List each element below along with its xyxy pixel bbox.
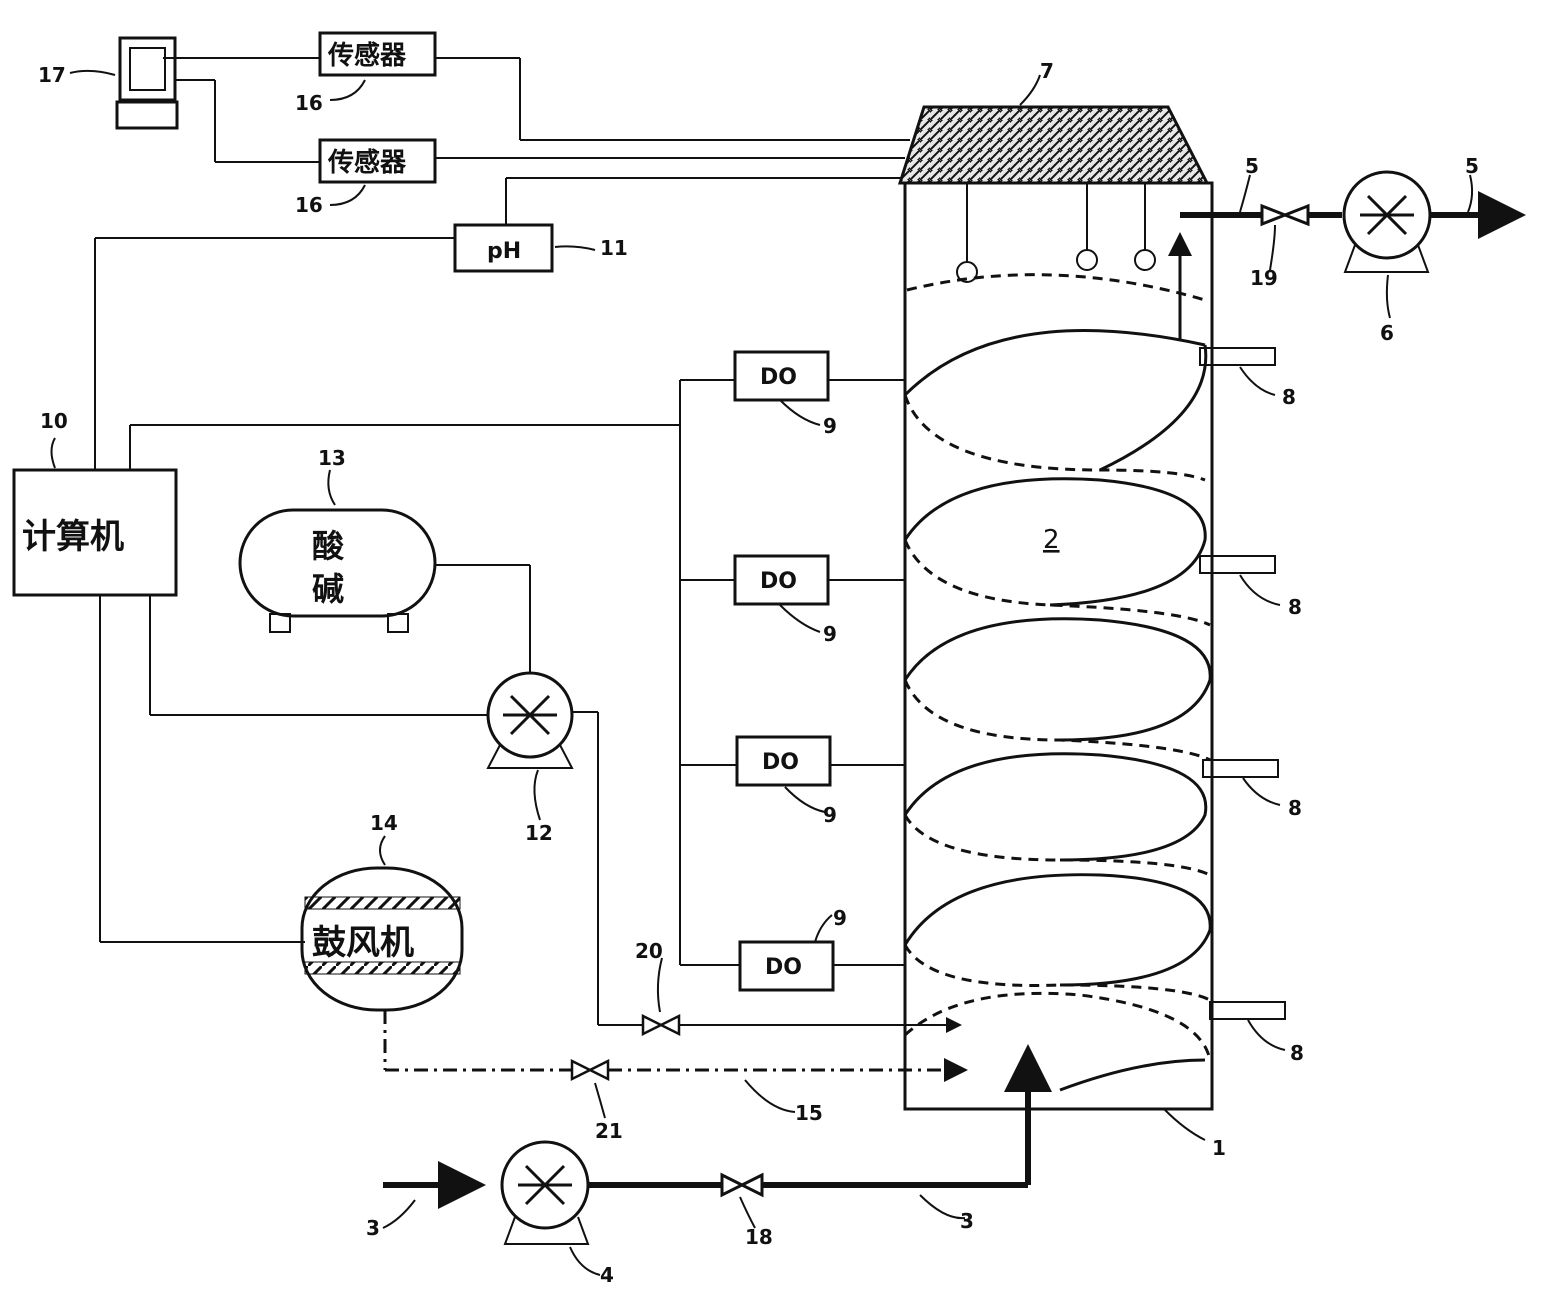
svg-text:16: 16 (295, 193, 323, 217)
valve-19 (1260, 203, 1290, 227)
blower-label: 鼓风机 (312, 923, 414, 963)
svg-text:8: 8 (1290, 1041, 1304, 1065)
svg-text:20: 20 (635, 939, 663, 963)
svg-text:DO: DO (762, 750, 799, 775)
svg-text:DO: DO (765, 955, 802, 980)
pump-6 (1342, 170, 1432, 273)
svg-text:4: 4 (600, 1263, 614, 1287)
svg-text:5: 5 (1245, 154, 1259, 178)
svg-text:1: 1 (1212, 1136, 1226, 1160)
helical-coil (903, 273, 1212, 1092)
svg-text:21: 21 (595, 1119, 623, 1143)
valve-20 (641, 1013, 664, 1037)
svg-text:8: 8 (1288, 796, 1302, 820)
reference-numbers: 17 16 16 7 5 5 19 6 8 8 8 8 11 10 9 9 9 … (38, 59, 1479, 1287)
valve-21 (570, 1058, 593, 1082)
svg-text:8: 8 (1282, 385, 1296, 409)
outlet-line (1180, 170, 1526, 273)
pump-4 (500, 1140, 590, 1245)
svg-text:11: 11 (600, 236, 628, 260)
svg-text:3: 3 (960, 1209, 974, 1233)
svg-text:9: 9 (823, 414, 837, 438)
svg-text:8: 8 (1288, 595, 1302, 619)
reactor-inner-label: 2 (1043, 525, 1060, 555)
svg-text:9: 9 (823, 803, 837, 827)
svg-text:10: 10 (40, 409, 68, 433)
signal-lines (94, 57, 968, 1082)
svg-text:16: 16 (295, 91, 323, 115)
do-meter-2: DO (733, 554, 830, 606)
svg-text:18: 18 (745, 1225, 773, 1249)
svg-text:19: 19 (1250, 266, 1278, 290)
svg-text:17: 17 (38, 63, 66, 87)
svg-text:14: 14 (370, 811, 398, 835)
acid-base-tank: 酸 碱 (238, 508, 437, 633)
do-meter-1: DO (733, 350, 830, 402)
svg-text:碱: 碱 (312, 570, 344, 608)
sensor-top: 传感器 (318, 31, 437, 77)
ph-meter: pH (453, 223, 554, 273)
svg-text:7: 7 (1040, 59, 1054, 83)
side-port (1199, 347, 1276, 366)
side-port (1209, 1001, 1286, 1020)
svg-text:传感器: 传感器 (327, 148, 407, 178)
svg-text:13: 13 (318, 446, 346, 470)
svg-text:3: 3 (366, 1216, 380, 1240)
sensor-bottom: 传感器 (318, 138, 437, 184)
svg-text:5: 5 (1465, 154, 1479, 178)
do-meter-3: DO (735, 735, 832, 787)
svg-text:9: 9 (823, 622, 837, 646)
leader-lines (50, 69, 1474, 1276)
inlet-line (383, 1140, 1031, 1245)
svg-text:15: 15 (795, 1101, 823, 1125)
side-port (1202, 759, 1279, 778)
svg-text:DO: DO (760, 569, 797, 594)
dosing-pump (486, 671, 574, 769)
computer-box: 计算机 (12, 468, 178, 597)
side-port (1199, 555, 1276, 574)
blower: 鼓风机 (300, 866, 464, 1012)
monitor-icon (115, 36, 179, 130)
svg-text:DO: DO (760, 365, 797, 390)
svg-text:12: 12 (525, 821, 553, 845)
svg-text:6: 6 (1380, 321, 1394, 345)
reactor-column: 2 (897, 105, 1286, 1178)
reactor-cap (897, 105, 1210, 185)
svg-text:9: 9 (833, 906, 847, 930)
do-meter-4: DO (738, 940, 835, 992)
svg-text:传感器: 传感器 (327, 41, 407, 71)
valve-18 (720, 1172, 746, 1198)
svg-text:酸: 酸 (312, 527, 345, 565)
computer-label: 计算机 (22, 517, 124, 557)
ph-label: pH (487, 239, 521, 264)
